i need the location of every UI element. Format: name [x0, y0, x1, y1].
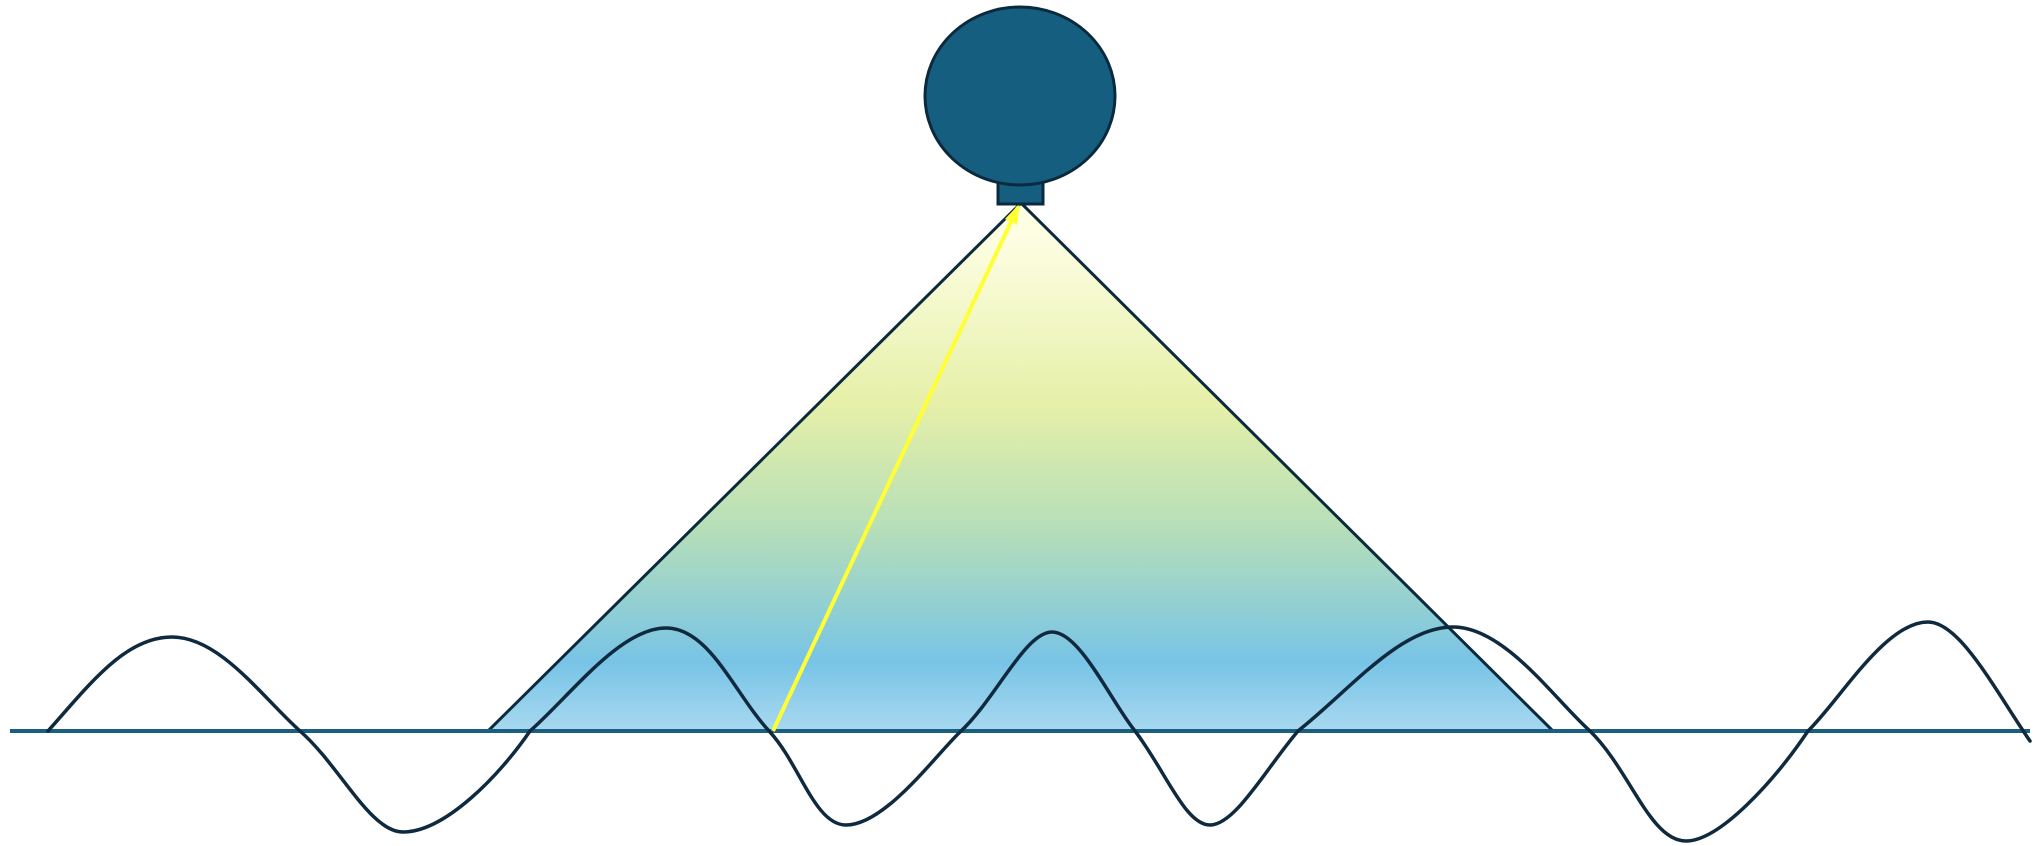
sensor-dome [923, 5, 1117, 187]
reflected-ray [771, 206, 1020, 732]
wavy-surface-line [46, 620, 2032, 843]
satellite-sensor-icon [923, 5, 1117, 206]
ray-arrowhead [1005, 203, 1020, 225]
